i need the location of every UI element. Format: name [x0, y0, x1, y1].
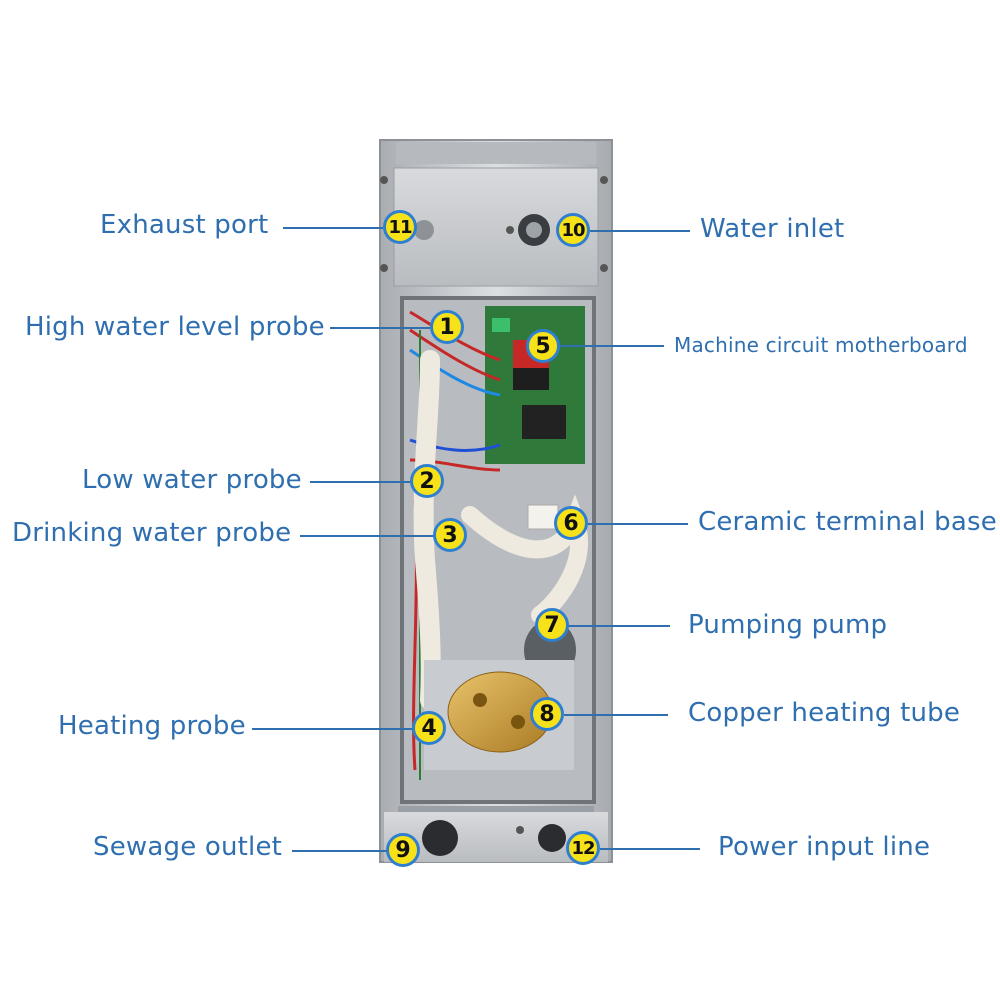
- label-low-water-probe: Low water probe: [82, 465, 302, 495]
- label-copper-heating-tube: Copper heating tube: [688, 698, 961, 728]
- callout-badge-3: 3: [433, 518, 467, 552]
- leader-line-8: [564, 714, 668, 716]
- callout-badge-11: 11: [383, 210, 417, 244]
- leader-line-6: [588, 523, 688, 525]
- callout-badge-2: 2: [410, 464, 444, 498]
- leader-line-1: [330, 327, 430, 329]
- label-sewage-outlet: Sewage outlet: [93, 832, 283, 862]
- label-drinking-water-probe: Drinking water probe: [12, 518, 292, 548]
- callout-badge-5: 5: [526, 329, 560, 363]
- leader-line-12: [600, 848, 700, 850]
- callout-badge-4: 4: [412, 711, 446, 745]
- hose: [413, 350, 441, 710]
- label-ceramic-terminal-base: Ceramic terminal base: [698, 507, 997, 537]
- callout-badge-9: 9: [386, 833, 420, 867]
- label-power-input-line: Power input line: [718, 832, 931, 862]
- leader-line-10: [590, 230, 690, 232]
- leader-line-4: [252, 728, 414, 730]
- leader-line-5: [560, 345, 664, 347]
- callout-badge-10: 10: [556, 213, 590, 247]
- leader-line-7: [568, 625, 670, 627]
- sewage-outlet-fitting: [422, 820, 458, 856]
- ceramic-terminal: [527, 504, 559, 530]
- leader-line-9: [292, 850, 388, 852]
- label-high-water-level-probe: High water level probe: [25, 312, 325, 342]
- callout-badge-7: 7: [535, 608, 569, 642]
- leader-line-3: [300, 535, 434, 537]
- callout-badge-12: 12: [566, 831, 600, 865]
- power-line-fitting: [538, 824, 566, 852]
- label-heating-probe: Heating probe: [58, 711, 246, 741]
- label-machine-circuit-motherboard: Machine circuit motherboard: [674, 333, 968, 357]
- label-water-inlet: Water inlet: [700, 214, 845, 244]
- leader-line-11: [283, 227, 383, 229]
- label-exhaust-port: Exhaust port: [100, 210, 269, 240]
- callout-badge-1: 1: [430, 310, 464, 344]
- callout-badge-8: 8: [530, 697, 564, 731]
- leader-line-2: [310, 481, 412, 483]
- exhaust-fitting: [414, 220, 434, 240]
- label-pumping-pump: Pumping pump: [688, 610, 888, 640]
- callout-badge-6: 6: [554, 506, 588, 540]
